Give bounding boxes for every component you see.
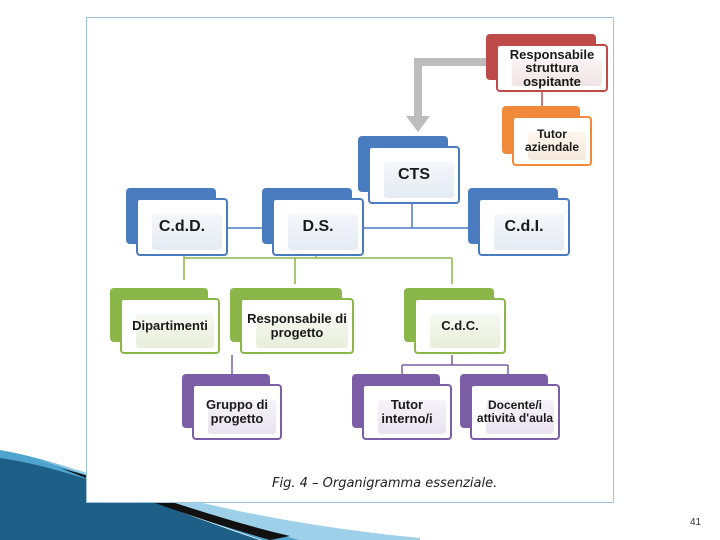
node-label: Gruppo di progetto xyxy=(205,397,269,426)
node-label: C.d.I. xyxy=(504,217,544,235)
node-dipartimenti: Dipartimenti xyxy=(110,288,220,354)
node-label: Responsabile struttura ospitante xyxy=(509,46,595,89)
node-cdi: C.d.I. xyxy=(468,188,570,256)
node-responsabile-struttura: Responsabile struttura ospitante xyxy=(486,34,608,92)
node-cdd: C.d.D. xyxy=(126,188,228,256)
node-label: D.S. xyxy=(302,217,334,235)
node-label: Responsabile di progetto xyxy=(247,311,347,340)
node-tutor-interno: Tutor interno/i xyxy=(352,374,452,440)
node-label: C.d.C. xyxy=(441,318,479,334)
node-label: C.d.D. xyxy=(158,217,206,235)
node-label: Dipartimenti xyxy=(132,318,208,334)
node-responsabile-progetto: Responsabile di progetto xyxy=(230,288,354,354)
page-number: 41 xyxy=(690,517,702,528)
node-ds: D.S. xyxy=(262,188,364,256)
node-label: CTS xyxy=(398,165,430,183)
node-cts: CTS xyxy=(358,136,460,204)
node-gruppo-progetto: Gruppo di progetto xyxy=(182,374,282,440)
node-cdc: C.d.C. xyxy=(404,288,506,354)
node-label: Tutor aziendale xyxy=(524,127,580,154)
node-docente-attivita: Docente/i attività d'aula xyxy=(460,374,560,440)
figure-caption: Fig. 4 – Organigramma essenziale. xyxy=(272,476,498,491)
node-label: Tutor interno/i xyxy=(381,397,433,426)
node-tutor-aziendale: Tutor aziendale xyxy=(502,106,592,166)
node-label: Docente/i attività d'aula xyxy=(476,398,554,425)
